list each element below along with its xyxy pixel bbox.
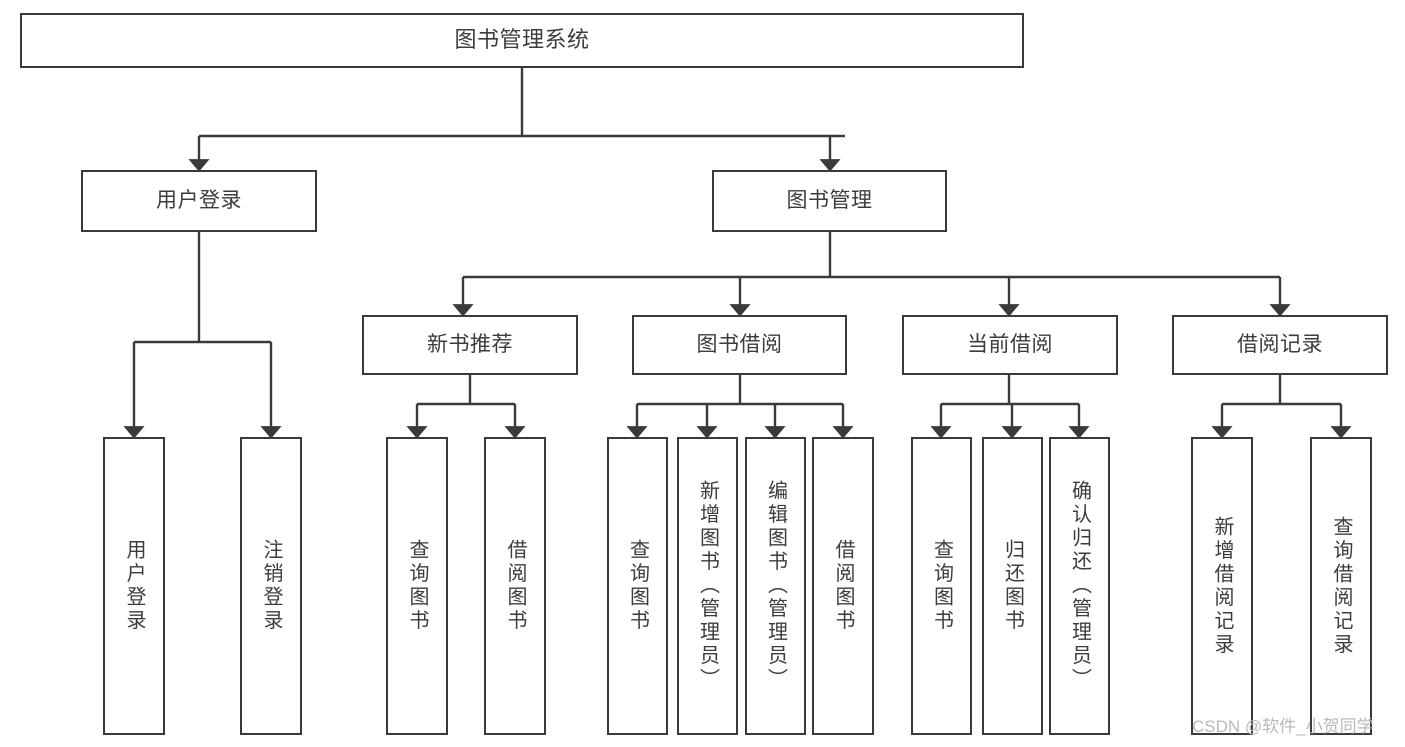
node-book-management[interactable]: 图书管理 bbox=[712, 170, 947, 232]
node-leaf-query-book-borrow[interactable]: 查询图书 bbox=[607, 437, 668, 735]
node-label: 新增图书（管理员） bbox=[696, 480, 719, 692]
node-leaf-logout[interactable]: 注销登录 bbox=[240, 437, 302, 735]
node-borrow-records[interactable]: 借阅记录 bbox=[1172, 315, 1388, 375]
node-label: 用户登录 bbox=[156, 189, 242, 213]
node-leaf-confirm-return-admin[interactable]: 确认归还（管理员） bbox=[1049, 437, 1110, 735]
node-leaf-query-borrow-record[interactable]: 查询借阅记录 bbox=[1310, 437, 1372, 735]
node-current-borrow[interactable]: 当前借阅 bbox=[902, 315, 1118, 375]
node-label: 图书管理 bbox=[786, 189, 873, 213]
node-book-management-system[interactable]: 图书管理系统 bbox=[20, 13, 1024, 68]
node-leaf-return-book[interactable]: 归还图书 bbox=[982, 437, 1043, 735]
node-label: 借阅图书 bbox=[832, 539, 854, 633]
node-label: 注销登录 bbox=[260, 539, 282, 633]
node-user-login[interactable]: 用户登录 bbox=[81, 170, 317, 232]
node-label: 查询图书 bbox=[406, 539, 428, 633]
node-leaf-borrow-book[interactable]: 借阅图书 bbox=[812, 437, 874, 735]
node-label: 查询借阅记录 bbox=[1330, 515, 1352, 657]
node-new-book-recommend[interactable]: 新书推荐 bbox=[362, 315, 578, 375]
node-leaf-add-borrow-record[interactable]: 新增借阅记录 bbox=[1191, 437, 1253, 735]
node-leaf-edit-book-admin[interactable]: 编辑图书（管理员） bbox=[745, 437, 806, 735]
node-leaf-query-book-recommend[interactable]: 查询图书 bbox=[386, 437, 448, 735]
node-label: 编辑图书（管理员） bbox=[764, 480, 787, 692]
node-label: 确认归还（管理员） bbox=[1068, 480, 1091, 692]
node-label: 查询图书 bbox=[626, 539, 649, 633]
node-label: 当前借阅 bbox=[967, 333, 1053, 357]
node-label: 借阅图书 bbox=[504, 539, 526, 633]
node-leaf-add-book-admin[interactable]: 新增图书（管理员） bbox=[677, 437, 738, 735]
node-label: 查询图书 bbox=[930, 539, 953, 633]
node-label: 借阅记录 bbox=[1237, 333, 1323, 357]
node-label: 新增借阅记录 bbox=[1211, 515, 1233, 657]
node-leaf-query-book-current[interactable]: 查询图书 bbox=[911, 437, 972, 735]
node-leaf-user-login[interactable]: 用户登录 bbox=[103, 437, 165, 735]
node-label: 归还图书 bbox=[1001, 539, 1024, 633]
node-label: 用户登录 bbox=[123, 539, 145, 633]
node-label: 图书借阅 bbox=[696, 333, 783, 357]
node-leaf-borrow-book-recommend[interactable]: 借阅图书 bbox=[484, 437, 546, 735]
node-label: 新书推荐 bbox=[427, 333, 513, 357]
watermark: CSDN @软件_小贺同学 bbox=[1192, 717, 1374, 736]
node-book-borrow[interactable]: 图书借阅 bbox=[632, 315, 847, 375]
node-label: 图书管理系统 bbox=[454, 27, 590, 53]
